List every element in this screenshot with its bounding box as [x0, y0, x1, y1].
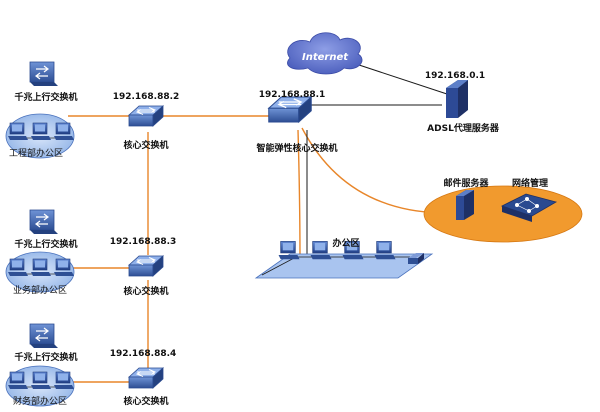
network-management-icon [500, 193, 558, 222]
gig-switch-1-icon [29, 61, 59, 87]
core1-label: 核心交换机 [123, 139, 168, 151]
core-switch-3-icon [128, 367, 164, 389]
core-switch-1: 192.168.88.2 核心交换机 [113, 92, 180, 151]
mail-server-label: 邮件服务器 [443, 177, 489, 189]
core-switch-2: 192.168.88.3 核心交换机 [110, 237, 177, 297]
printer-icon [408, 253, 424, 264]
core1-ip: 192.168.88.2 [113, 92, 180, 102]
dept3-office-area: 财务部办公区 [5, 365, 75, 407]
central-switch-icon [268, 96, 312, 123]
gig-switch-2-icon [29, 209, 59, 235]
pc-icon [278, 240, 301, 260]
link-internet-proxy [349, 61, 451, 96]
core3-label: 核心交换机 [123, 395, 168, 407]
internet-cloud: Internet [287, 32, 363, 75]
links-black [306, 61, 451, 262]
pc-icon [374, 240, 397, 260]
gigabit-switch-3: 千兆上行交换机 [14, 323, 78, 363]
internet-label: Internet [302, 52, 349, 63]
gig2-label: 千兆上行交换机 [14, 238, 77, 250]
dept1-label: 工程部办公区 [9, 147, 63, 159]
central-label: 智能弹性核心交换机 [256, 142, 337, 154]
server-zone: 邮件服务器 网络管理 [423, 177, 583, 243]
core-switch-1-icon [128, 105, 164, 127]
central-switch: 192.168.88.1 智能弹性核心交换机 [256, 90, 337, 154]
proxy-label: ADSL代理服务器 [427, 122, 500, 134]
core2-label: 核心交换机 [123, 285, 168, 297]
adsl-proxy-server: 192.168.0.1 ADSL代理服务器 [425, 71, 500, 134]
core-switch-3: 192.168.88.4 核心交换机 [110, 349, 177, 407]
gigabit-switch-2: 千兆上行交换机 [14, 209, 78, 250]
pc-icon [310, 240, 333, 260]
gig1-label: 千兆上行交换机 [14, 91, 77, 103]
gig-switch-3-icon [29, 323, 59, 349]
mail-server-icon [456, 190, 474, 220]
dept2-label: 业务部办公区 [13, 284, 67, 296]
link-central-servers [301, 127, 441, 214]
gig3-label: 千兆上行交换机 [14, 351, 77, 363]
net-mgmt-label: 网络管理 [512, 177, 548, 189]
central-ip: 192.168.88.1 [259, 90, 326, 100]
dept3-label: 财务部办公区 [13, 395, 67, 407]
office-area-platform: 办公区 [254, 237, 434, 279]
core2-ip: 192.168.88.3 [110, 237, 177, 247]
gigabit-switch-1: 千兆上行交换机 [14, 61, 78, 103]
core3-ip: 192.168.88.4 [110, 349, 177, 359]
dept1-office-area: 工程部办公区 [5, 113, 75, 159]
proxy-ip: 192.168.0.1 [425, 71, 485, 81]
link-central-office [297, 129, 301, 263]
office-label: 办公区 [332, 237, 359, 249]
dept2-office-area: 业务部办公区 [5, 251, 75, 296]
core-switch-2-icon [128, 255, 164, 277]
